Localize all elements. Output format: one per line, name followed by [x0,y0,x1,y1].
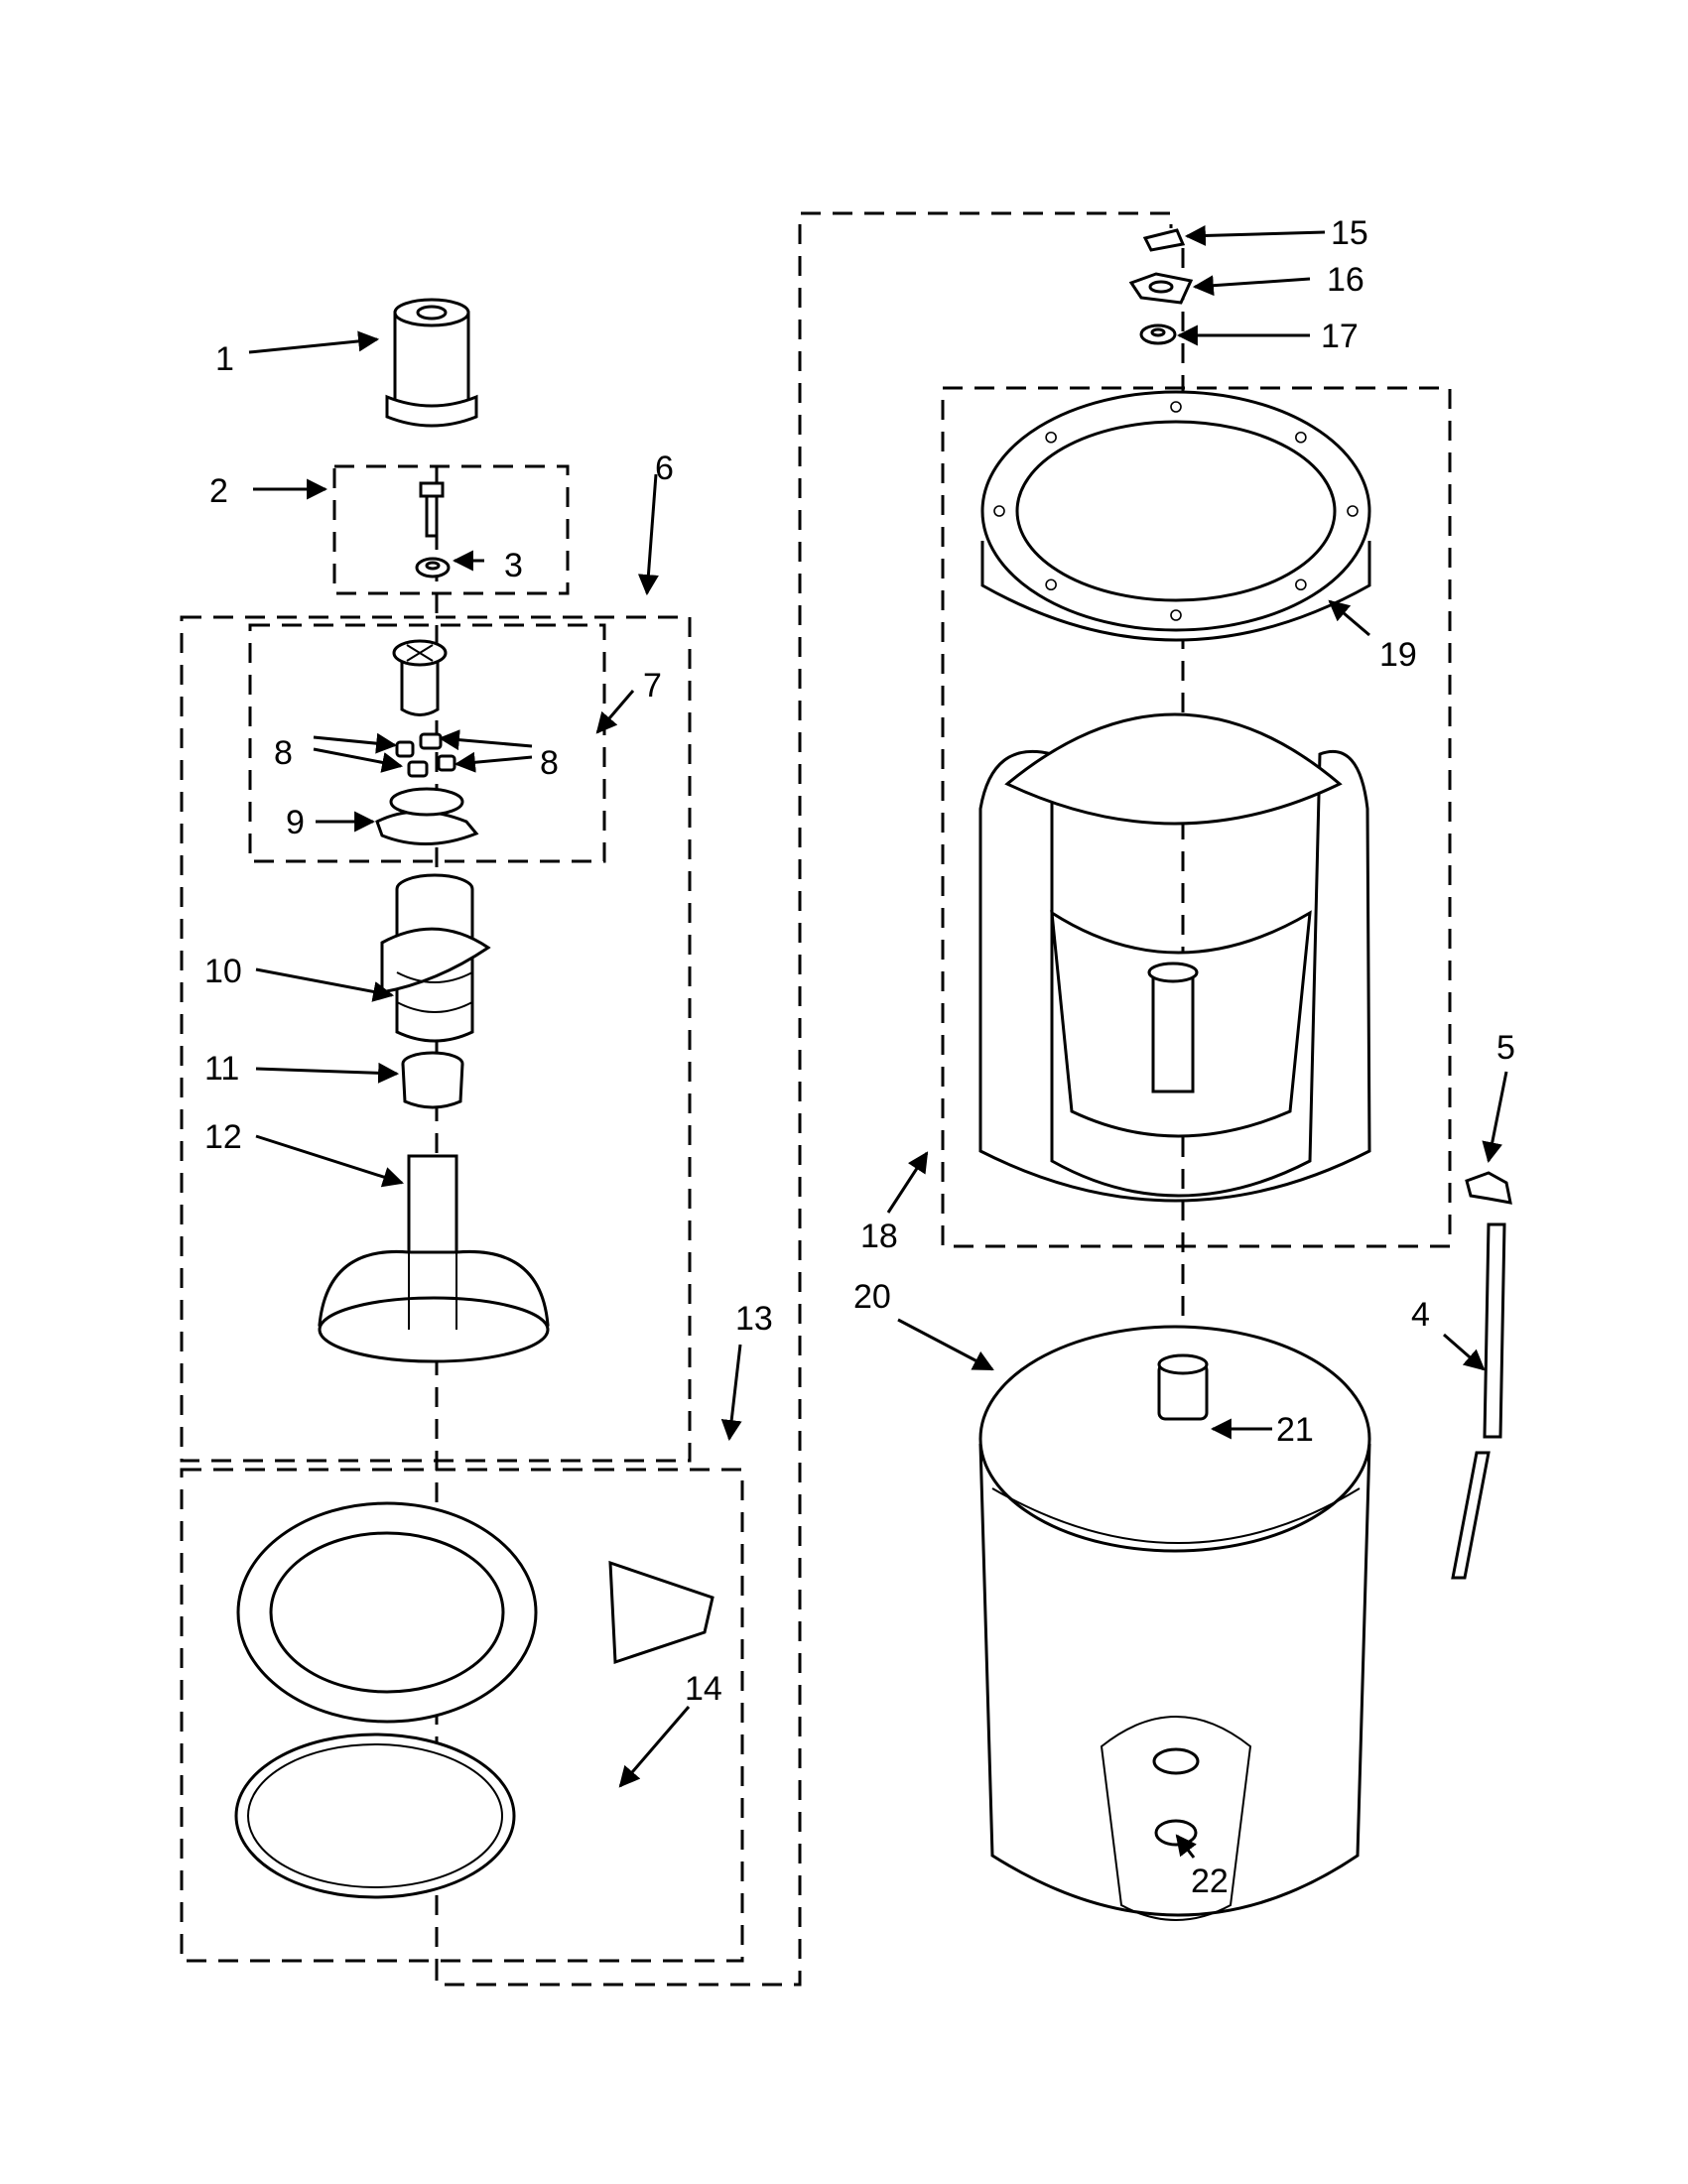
part-4-hose [1451,1222,1506,1580]
ring-bolt-hole [1295,431,1307,444]
part-2-bolt [419,481,445,538]
part-17-nut [1139,323,1177,345]
callout-20: 20 [853,1278,891,1316]
ring-bolt-hole [1170,609,1182,621]
part-21-bushing [1157,1353,1209,1421]
callout-12: 12 [204,1118,242,1156]
part-8-dogs [395,732,456,778]
callout-15: 15 [1331,214,1368,252]
part-7-cam [392,639,448,716]
callout-6: 6 [655,450,674,487]
ring-bolt-hole [1347,505,1359,517]
leader-lines [248,224,1508,1859]
callout-18: 18 [860,1218,898,1255]
callout-9: 9 [286,804,305,841]
part-3-washer [415,557,451,578]
callout-4: 4 [1411,1296,1430,1334]
part-18-basket [978,712,1371,1203]
callout-1: 1 [215,340,234,378]
callout-13: 13 [735,1300,773,1338]
part-20-outer-tub [978,1325,1371,1917]
part-11-bearing [401,1051,464,1109]
callout-10: 10 [204,953,242,990]
group-box-13 [180,1468,744,1963]
callout-5: 5 [1496,1029,1515,1067]
part-19-balance-ring [980,390,1371,642]
callout-8a: 8 [274,734,293,772]
part-9-fins [375,787,479,845]
part-10-auger [380,873,491,1043]
part-5-clamp [1465,1171,1512,1205]
group-box-18 [941,386,1452,1248]
ring-bolt-hole [1045,578,1057,591]
part-15-clip [1142,228,1186,252]
ring-bolt-hole [1045,431,1057,444]
callout-8b: 8 [540,744,559,782]
part-12-transmission [318,1154,550,1363]
callout-17: 17 [1321,318,1359,355]
callout-19: 19 [1379,636,1417,674]
ring-bolt-hole [993,505,1005,517]
connector-path [435,211,1173,1987]
part-14-seal [234,1733,516,1899]
part-16-retainer [1128,272,1194,305]
callout-3: 3 [504,547,523,584]
callout-7: 7 [643,667,662,705]
callout-21: 21 [1276,1411,1314,1449]
callout-2: 2 [209,472,228,510]
callout-16: 16 [1327,261,1364,299]
callout-11: 11 [204,1050,239,1088]
group-box-7 [248,623,606,863]
part-1-agitator-cap [385,298,478,428]
group-box-2 [332,464,570,595]
callout-22: 22 [1191,1863,1229,1900]
ring-bolt-hole [1295,578,1307,591]
part-13-tub-ring [236,1501,714,1724]
ring-bolt-hole [1170,401,1182,413]
callout-14: 14 [685,1670,722,1708]
